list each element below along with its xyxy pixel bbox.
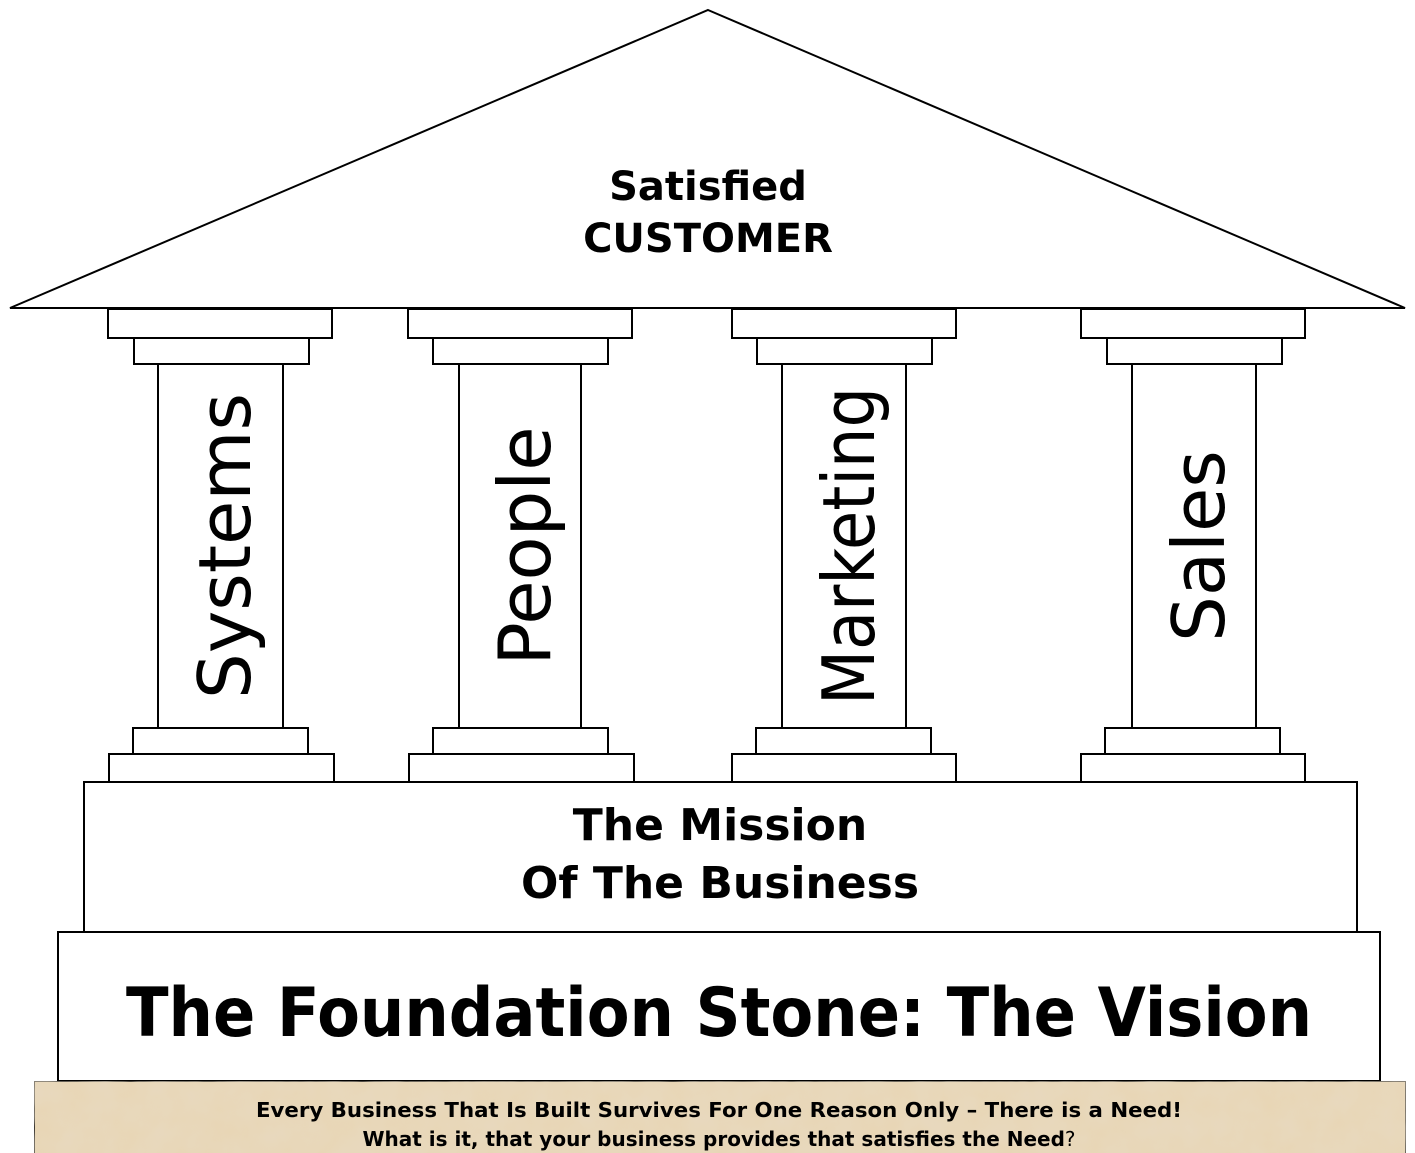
note-background [33, 1080, 1407, 1153]
pillar-shaft [781, 363, 907, 729]
pillar-base-top [1104, 727, 1281, 755]
pillar-capital-bottom [432, 337, 609, 365]
pillar-base-bottom [1080, 753, 1306, 783]
note-line2-bold: What is it, that your business provides … [362, 1127, 1064, 1151]
foundation-block: The Foundation Stone: The Vision [57, 931, 1381, 1082]
pillar-base-top [132, 727, 309, 755]
pillar-capital-top [107, 308, 333, 339]
pillar-shaft [1131, 363, 1257, 729]
mission-block: The Mission Of The Business [83, 781, 1358, 933]
roof-line2: CUSTOMER [583, 216, 833, 262]
pillar-systems: Systems [107, 308, 335, 783]
pillar-base-bottom [408, 753, 635, 783]
pillar-label: Systems [183, 393, 267, 699]
pillar-marketing: Marketing [731, 308, 957, 783]
pillar-label: People [483, 426, 567, 665]
note-line1: Every Business That Is Built Survives Fo… [256, 1098, 1182, 1122]
pillar-label: Marketing [807, 387, 891, 705]
pillar-shaft [458, 363, 582, 729]
note-line2-end: ? [1065, 1127, 1076, 1151]
pillar-capital-bottom [756, 337, 933, 365]
note-banner: Every Business That Is Built Survives Fo… [33, 1080, 1407, 1153]
roof-triangle [9, 8, 1406, 309]
mission-rect [83, 781, 1358, 933]
pillar-capital-top [731, 308, 957, 339]
note-line2: What is it, that your business provides … [362, 1127, 1075, 1151]
pillar-people: People [407, 308, 635, 783]
pillar-base-top [755, 727, 932, 755]
mission-line2: Of The Business [521, 858, 919, 909]
pillar-capital-top [407, 308, 633, 339]
pillar-sales: Sales [1080, 308, 1306, 783]
roof: Satisfied CUSTOMER [9, 8, 1406, 309]
pillar-base-top [432, 727, 609, 755]
mission-line1: The Mission [573, 800, 867, 851]
foundation-rect [57, 931, 1381, 1082]
pillar-label: Sales [1157, 450, 1241, 642]
pillar-capital-bottom [133, 337, 310, 365]
pillar-base-bottom [108, 753, 335, 783]
pillar-base-bottom [731, 753, 957, 783]
roof-line1: Satisfied [609, 164, 807, 210]
foundation-label: The Foundation Stone: The Vision [126, 974, 1312, 1053]
pillar-capital-bottom [1106, 337, 1283, 365]
pillar-shaft [157, 363, 284, 729]
pillar-capital-top [1080, 308, 1306, 339]
